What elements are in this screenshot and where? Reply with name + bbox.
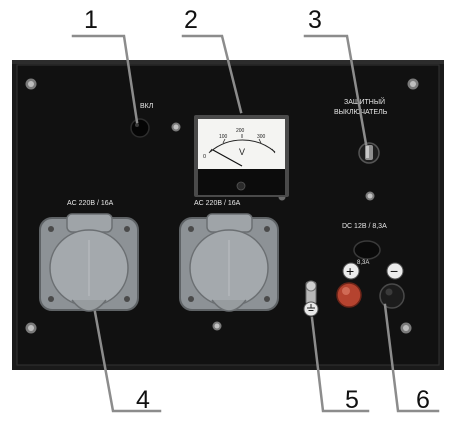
- minus-sign: −: [390, 263, 398, 279]
- corner-screw: [25, 322, 37, 334]
- panel-screw: [171, 122, 181, 132]
- ac-socket-right: [179, 213, 279, 312]
- callout-number: 1: [84, 6, 98, 34]
- voltmeter-face: [198, 119, 285, 169]
- voltmeter: 0 100 200 300 V: [194, 115, 289, 197]
- voltmeter-scale-start: 0: [203, 154, 206, 160]
- leader-line: [71, 34, 139, 124]
- ac-socket-left: [39, 213, 139, 312]
- power-led-label: ВКЛ: [140, 103, 154, 110]
- leader-line: [303, 34, 368, 146]
- dc-minus-terminal: −: [379, 262, 405, 309]
- socket-right-label: AC 220В / 16А: [194, 200, 241, 207]
- panel-screw: [212, 321, 222, 331]
- callout-number: 6: [416, 386, 430, 414]
- dc-fuse-label: 8,3А: [357, 260, 369, 266]
- corner-screw: [400, 322, 412, 334]
- callout-number: 5: [345, 386, 359, 414]
- plus-sign: +: [346, 263, 354, 279]
- panel-screw: [365, 191, 375, 201]
- callout-number: 3: [308, 6, 322, 34]
- corner-screw: [25, 78, 37, 90]
- circuit-breaker-switch: [358, 142, 380, 164]
- voltmeter-scale-mark: 200: [236, 128, 245, 134]
- callout-number: 2: [184, 6, 198, 34]
- voltmeter-needle: [212, 149, 243, 167]
- breaker-label-line1: ЗАЩИТНЫЙ: [344, 97, 385, 106]
- dc-fuse-holder: 8,3А: [353, 240, 381, 266]
- dc-output-label: DC 12В / 8,3А: [342, 223, 387, 230]
- socket-left-label: AC 220В / 16А: [67, 200, 114, 207]
- leader-line: [181, 34, 243, 114]
- meter-zero-screw: [236, 181, 246, 191]
- voltmeter-scale-mark: 100: [219, 134, 228, 140]
- callout-number: 4: [136, 386, 150, 414]
- voltmeter-scale-mark: 300: [257, 134, 266, 140]
- leader-line: [93, 310, 162, 413]
- ground-symbol-icon: [303, 301, 319, 317]
- leader-line: [310, 316, 370, 413]
- dc-plus-terminal: +: [336, 262, 362, 308]
- ground-terminal: [303, 280, 319, 317]
- leader-line: [383, 303, 440, 413]
- power-indicator-lamp: [130, 118, 150, 138]
- voltmeter-unit: V: [239, 147, 245, 157]
- corner-screw: [407, 78, 419, 90]
